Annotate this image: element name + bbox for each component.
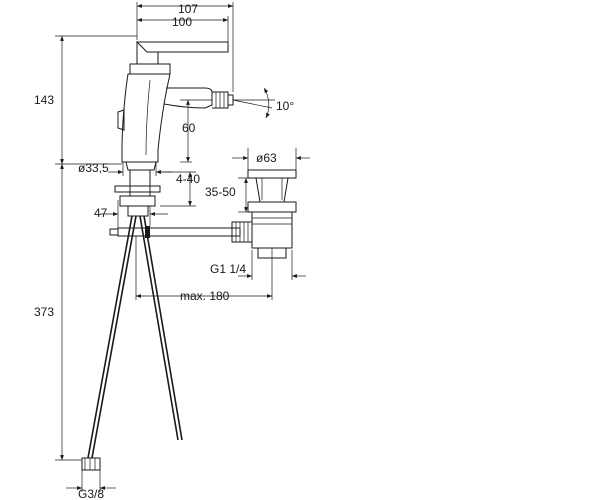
supply-hoses: [81, 215, 183, 471]
label-33-5: ø33,5: [78, 161, 109, 175]
label-10deg: 10°: [276, 99, 294, 113]
fixing-nut: [119, 195, 156, 207]
drain-inner: [261, 178, 283, 200]
pop-up-knob: [117, 109, 125, 131]
cartridge-cap: [129, 63, 171, 75]
body-highlight: [145, 79, 151, 156]
label-100: 100: [172, 15, 192, 29]
spout-ribs: [215, 92, 225, 108]
label-g1-1-4: G1 1/4: [210, 262, 246, 276]
label-g3-8: G3/8: [78, 487, 104, 500]
dimension-lines: [55, 2, 310, 492]
dim-10deg-arc: [263, 87, 270, 119]
label-35-50: 35-50: [205, 185, 236, 199]
spout-nozzle: [228, 94, 234, 106]
drain-bottom: [257, 247, 287, 259]
pivot-coupling: [231, 221, 253, 243]
hose-left-inner: [91, 215, 137, 459]
body-main: [121, 73, 171, 163]
label-60: 60: [182, 121, 196, 135]
nut-lower: [127, 206, 149, 217]
fixing-washer: [114, 185, 161, 193]
hose-right: [139, 215, 179, 441]
label-4-40: 4-40: [176, 172, 200, 186]
drain-nut: [247, 201, 297, 213]
label-373: 373: [34, 305, 54, 319]
label-143: 143: [34, 93, 54, 107]
label-107: 107: [178, 2, 198, 16]
rod-end: [109, 228, 119, 236]
lever-handle: [135, 41, 229, 53]
drain-threads: [252, 217, 292, 225]
spout: [163, 87, 213, 109]
connector-ribs: [84, 458, 96, 470]
hose-right-inner: [143, 215, 183, 441]
waste-assembly: [231, 169, 297, 259]
label-max180: max. 180: [180, 289, 230, 303]
hose-left: [87, 215, 133, 459]
label-63: ø63: [256, 151, 277, 165]
faucet-body: [114, 41, 234, 217]
rod: [117, 227, 241, 237]
base-ring: [125, 161, 157, 171]
drain-flange: [247, 169, 297, 179]
coupling-ribs: [235, 222, 249, 242]
label-47: 47: [94, 206, 108, 220]
rod-clamp: [145, 226, 150, 238]
drain-tail: [251, 211, 293, 249]
drain-body-top: [255, 177, 289, 203]
dimension-labels: 107 100 143 10° 60 ø33,5 4-40 ø63 35-50 …: [34, 2, 294, 500]
